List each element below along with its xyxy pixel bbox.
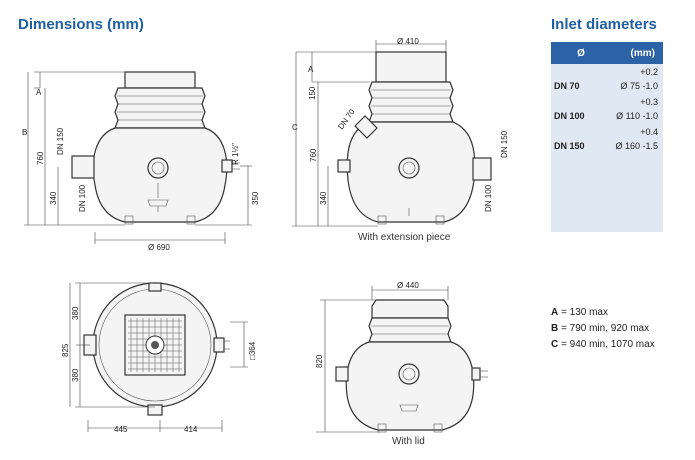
dim-150-label: 150 [308, 86, 317, 100]
dim-440-label: Ø 440 [397, 281, 419, 290]
lid [371, 299, 449, 319]
right-outlet [221, 159, 233, 173]
tank-body [345, 341, 475, 431]
extension-view: Ø 410 A C 150 DN 70 760 340 DN 150 DN 10… [292, 37, 509, 227]
ribbed-neck [114, 87, 206, 129]
inlet-value: Ø 160 -1.5 [615, 141, 658, 151]
thread-label: R 1½" [231, 143, 240, 165]
dn70-label: DN 70 [336, 107, 357, 131]
dim-760-label: 760 [36, 151, 45, 165]
extension-cylinder [375, 51, 447, 83]
dimensions-title: Dimensions (mm) [18, 16, 144, 33]
dim-380-bottom-label: 380 [71, 368, 80, 382]
inlet-table: Ø (mm) DN 70 +0.2 Ø 75 -1.0 DN 100 +0.3 … [551, 42, 663, 232]
inlet-port [398, 157, 420, 179]
bottom-pipe [147, 404, 163, 416]
dim-760-label: 760 [309, 148, 318, 162]
limit-text: = 940 min, 1070 max [561, 339, 655, 350]
dn70-inlet-pipe [354, 115, 378, 139]
header-symbol: Ø [577, 47, 585, 59]
dim-820-label: 820 [315, 354, 324, 368]
dim-a-label: A [308, 65, 314, 74]
inlet-value: Ø 75 -1.0 [620, 81, 658, 91]
limit-c: C = 940 min, 1070 max [551, 337, 655, 353]
limit-a: A = 130 max [551, 305, 655, 321]
right-pipe [213, 337, 225, 353]
limit-key: C [551, 339, 559, 350]
inlet-dn: DN 100 [554, 111, 585, 121]
inlet-diameters-title: Inlet diameters [551, 16, 657, 33]
right-outlet-pipe [472, 157, 492, 181]
front-view: A B 760 DN 150 DN 100 340 350 R 1½" Ø 69… [22, 71, 260, 252]
left-pipe [335, 366, 349, 382]
inlet-row: DN 70 +0.2 Ø 75 -1.0 [551, 64, 663, 94]
dim-340-label: 340 [319, 191, 328, 205]
dim-b-label: B [22, 128, 27, 137]
dim-350-label: 350 [251, 191, 260, 205]
left-inlet-pipe [71, 155, 95, 179]
top-lug [148, 282, 162, 292]
limit-key: A [551, 307, 559, 318]
dim-690-label: Ø 690 [148, 243, 170, 252]
extension-caption: With extension piece [358, 232, 451, 243]
limits-list: A = 130 max B = 790 min, 920 max C = 940… [551, 305, 655, 353]
with-lid-view: Ø 440 820 [315, 281, 488, 433]
inlet-port [147, 157, 169, 179]
top-view: 380 825 380 445 414 □364 [61, 282, 257, 434]
inlet-row: DN 100 +0.3 Ø 110 -1.0 [551, 94, 663, 124]
inlet-row: DN 150 +0.4 Ø 160 -1.5 [551, 124, 663, 154]
dim-a-label: A [36, 88, 42, 97]
dn150-label: DN 150 [500, 130, 509, 158]
dn150-label: DN 150 [56, 127, 65, 155]
inlet-value: Ø 110 -1.0 [616, 111, 658, 121]
inlet-dn: DN 70 [554, 81, 580, 91]
limit-key: B [551, 323, 559, 334]
dim-364-label: □364 [248, 341, 257, 360]
inlet-port [398, 363, 420, 385]
with-lid-caption: With lid [392, 436, 425, 447]
dim-c-label: C [292, 123, 298, 132]
dim-380-top-label: 380 [71, 306, 80, 320]
inlet-tolerance: +0.4 [640, 127, 658, 137]
limit-b: B = 790 min, 920 max [551, 321, 655, 337]
dim-410-label: Ø 410 [397, 37, 419, 46]
right-outlet [471, 367, 481, 381]
dim-825-label: 825 [61, 343, 70, 357]
inlet-table-header: Ø (mm) [551, 42, 663, 64]
left-pipe [337, 159, 351, 173]
limit-text: = 130 max [561, 307, 608, 318]
dn100-label: DN 100 [78, 184, 87, 212]
dim-445-label: 445 [114, 425, 128, 434]
ribbed-neck [368, 81, 454, 123]
dn100-label: DN 100 [484, 184, 493, 212]
inlet-tolerance: +0.2 [640, 67, 658, 77]
inlet-tolerance: +0.3 [640, 97, 658, 107]
inlet-dn: DN 150 [554, 141, 585, 151]
header-unit: (mm) [630, 47, 655, 59]
lid-cylinder [124, 71, 196, 89]
ribbed-neck [368, 317, 452, 343]
dim-340-label: 340 [49, 191, 58, 205]
limit-text: = 790 min, 920 max [561, 323, 650, 334]
dim-414-label: 414 [184, 425, 198, 434]
